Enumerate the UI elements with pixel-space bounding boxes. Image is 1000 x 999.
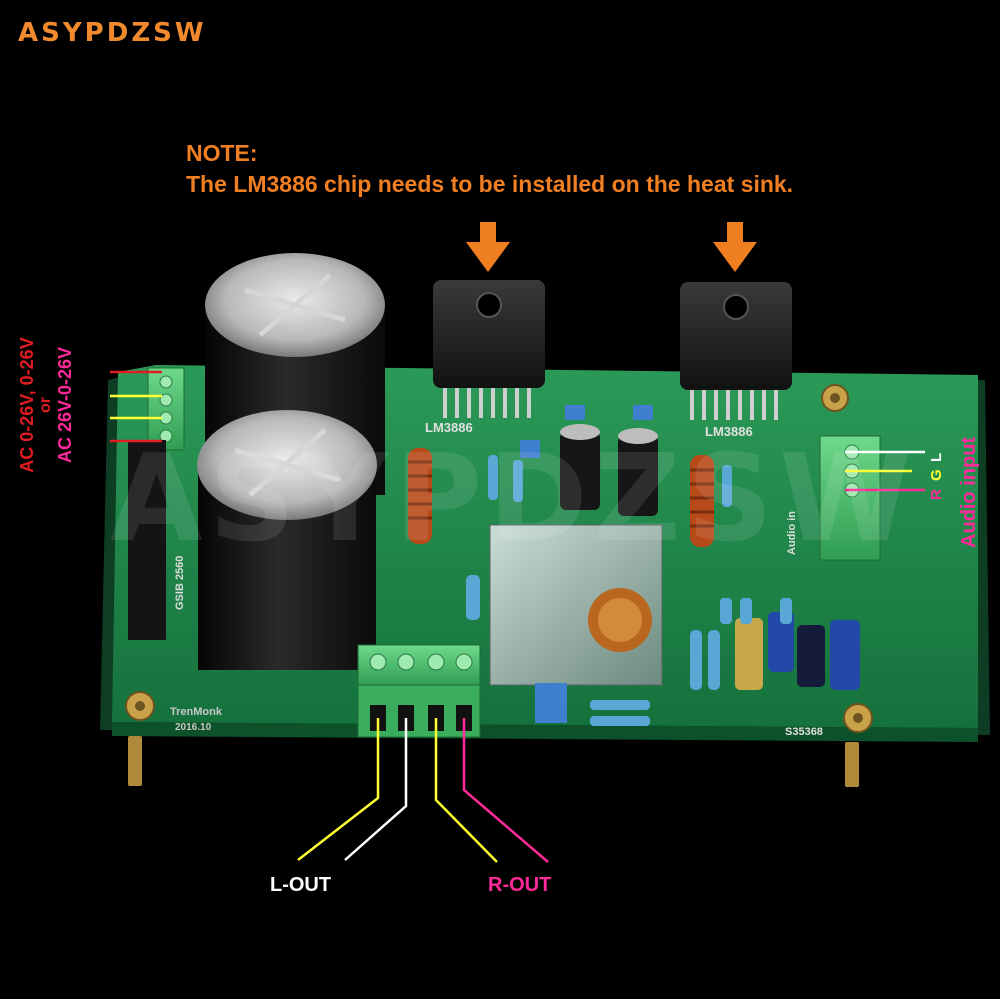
audio-input-wires <box>845 450 925 492</box>
power-option-1: AC 0-26V, 0-26V <box>17 337 37 473</box>
small-electrolytic-capacitors <box>560 424 860 690</box>
output-inductors <box>408 448 714 547</box>
silk-maker: TrenMonk <box>170 706 222 718</box>
note-text: The LM3886 chip needs to be installed on… <box>186 171 794 197</box>
arrow-down-icon-right <box>713 222 757 272</box>
silk-serial: S35368 <box>785 726 823 738</box>
film-capacitors <box>520 405 653 723</box>
power-or: or <box>37 397 54 413</box>
silk-chip-right: LM3886 <box>705 424 753 439</box>
power-wires <box>110 370 162 443</box>
left-output-label: L-OUT <box>270 874 332 896</box>
silk-chip-left: LM3886 <box>425 420 473 435</box>
note-title: NOTE: <box>186 140 258 166</box>
note-block: NOTE: The LM3886 chip needs to be instal… <box>186 138 793 200</box>
arrow-down-icon-left <box>466 222 510 272</box>
power-option-2: AC 26V-0-26V <box>55 346 75 464</box>
filter-capacitor-2 <box>197 410 377 670</box>
lm3886-chip-right <box>680 282 792 420</box>
power-terminal-block <box>147 367 185 451</box>
watermark: ASYPDZSW <box>110 430 918 569</box>
power-input-label: AC 0-26V, 0-26V or AC 26V-0-26V <box>16 305 76 505</box>
lm3886-chip-left <box>433 280 545 418</box>
mounting-screws <box>125 384 873 733</box>
right-output-label: R-OUT <box>488 874 552 896</box>
protection-relay <box>489 524 663 686</box>
brand-logo: ASYPDZSW <box>18 18 207 48</box>
silk-audio-in: Audio in <box>786 511 798 555</box>
silk-bridge: GSIB 2560 <box>174 555 186 610</box>
output-terminals <box>357 644 481 738</box>
audio-pin-g: G <box>928 469 945 481</box>
output-wires <box>297 718 549 863</box>
audio-input-terminal <box>819 435 881 561</box>
standoffs <box>128 736 859 787</box>
audio-pin-l: L <box>928 452 945 462</box>
bridge-rectifier <box>128 440 166 640</box>
resistors <box>466 455 792 726</box>
audio-pin-r: R <box>928 489 945 500</box>
silk-date: 2016.10 <box>175 722 212 733</box>
audio-input-label: Audio input <box>958 436 980 548</box>
